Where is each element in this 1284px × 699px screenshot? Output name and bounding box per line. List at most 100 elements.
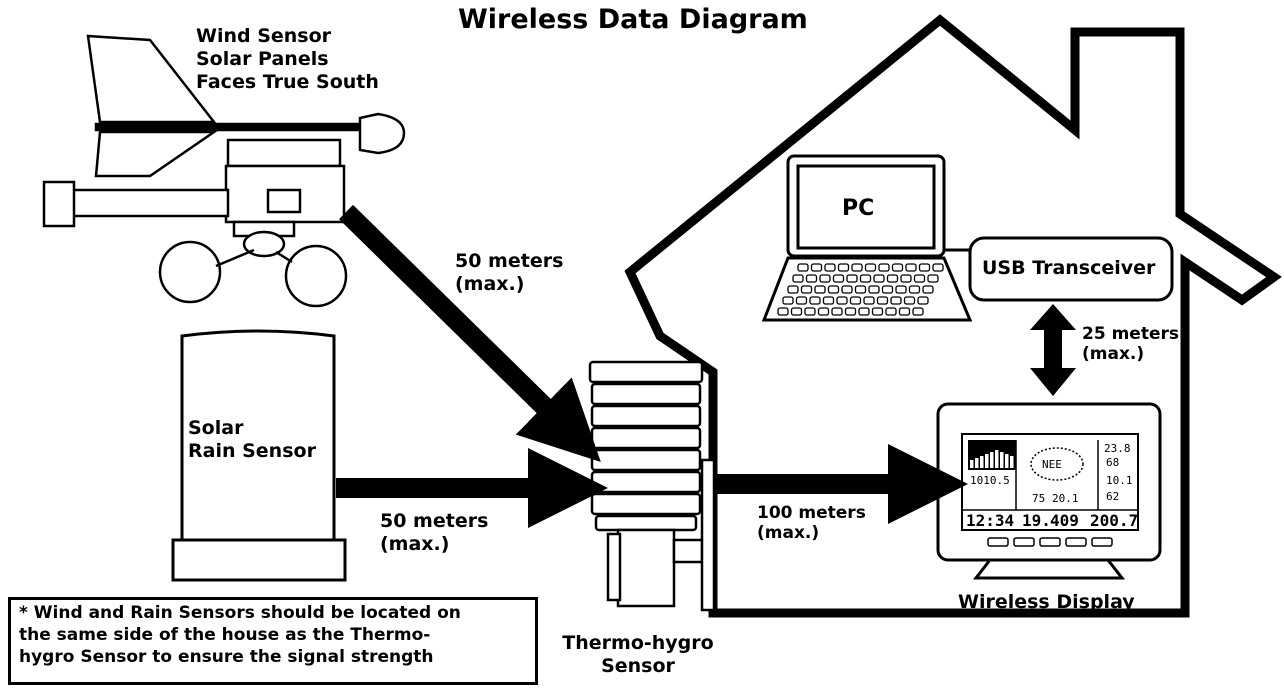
keyboard-key xyxy=(908,285,921,294)
display-button xyxy=(1065,537,1087,547)
keyboard-key xyxy=(805,274,818,283)
screen-humidity-in: 68 xyxy=(1106,456,1119,469)
bar-graph-bar xyxy=(1010,456,1014,468)
label-distance-wind: 50 meters (max.) xyxy=(455,250,564,295)
keyboard-key xyxy=(849,296,862,305)
keyboard-key xyxy=(814,285,826,294)
label-thermo-hygro-sensor: Thermo-hygro Sensor xyxy=(562,632,714,677)
keyboard-key xyxy=(886,274,899,283)
diagram-title: Wireless Data Diagram xyxy=(458,4,808,35)
display-button xyxy=(1013,537,1035,547)
keyboard-key xyxy=(800,285,813,294)
screen-temp-out: 20.1 xyxy=(1052,492,1079,505)
label-solar-rain-sensor: Solar Rain Sensor xyxy=(188,417,316,462)
arrow-wind-to-thermo xyxy=(338,204,601,463)
screen-time: 12:34 xyxy=(966,511,1014,530)
bar-graph-bar xyxy=(970,460,974,468)
keyboard-key xyxy=(864,263,877,272)
screen-wind-value: 10.1 xyxy=(1106,474,1133,487)
keyboard-key xyxy=(863,296,875,305)
keyboard-key xyxy=(868,285,880,294)
screen-bar-graph xyxy=(970,450,1014,468)
keyboard-key xyxy=(837,263,850,272)
display-buttons xyxy=(987,537,1113,547)
keyboard-key xyxy=(819,274,831,283)
label-distance-usb: 25 meters (max.) xyxy=(1082,324,1179,365)
keyboard-key xyxy=(932,263,944,272)
keyboard-key xyxy=(876,296,889,305)
display-button xyxy=(1091,537,1113,547)
screen-pressure: 1010.5 xyxy=(970,474,1010,487)
rain-sensor-icon xyxy=(171,329,347,582)
bar-graph-bar xyxy=(985,454,989,468)
keyboard-key xyxy=(809,296,821,305)
bar-graph-bar xyxy=(975,458,979,468)
keyboard-key xyxy=(890,296,902,305)
wireless-display-icon xyxy=(936,402,1162,580)
display-screen: NEE 1010.5 23.8 68 10.1 62 75 20.1 12:34… xyxy=(962,440,1138,547)
keyboard-key xyxy=(797,263,809,272)
label-wireless-display: Wireless Display xyxy=(958,591,1135,613)
keyboard-key xyxy=(792,274,804,283)
keyboard-key xyxy=(917,296,929,305)
label-pc: PC xyxy=(842,196,875,221)
keyboard-key xyxy=(881,285,894,294)
label-wind-sensor: Wind Sensor Solar Panels Faces True Sout… xyxy=(196,25,379,93)
screen-date-a: 19. xyxy=(1022,511,1051,530)
screen-temp-in: 23.8 xyxy=(1104,442,1131,455)
keyboard-key xyxy=(790,307,803,316)
keyboard-key xyxy=(782,296,794,305)
thermo-hygro-sensor-icon xyxy=(588,360,716,612)
usb-transceiver-icon xyxy=(968,236,1174,302)
keyboard-key xyxy=(827,285,840,294)
display-button xyxy=(1039,537,1061,547)
keyboard-key xyxy=(927,274,939,283)
keyboard-key xyxy=(891,263,904,272)
keyboard-key xyxy=(817,307,830,316)
arrow-usb-display-bidirectional xyxy=(1030,304,1076,396)
screen-rain: 200.7 xyxy=(1090,511,1138,530)
keyboard-key xyxy=(913,274,926,283)
label-usb-transceiver: USB Transceiver xyxy=(982,257,1156,279)
keyboard-key xyxy=(858,307,870,316)
screen-temp-small: 75 xyxy=(1032,492,1045,505)
pc-keyboard xyxy=(777,263,944,316)
keyboard-key xyxy=(922,285,934,294)
label-distance-display: 100 meters (max.) xyxy=(757,503,866,544)
keyboard-key xyxy=(836,296,848,305)
bar-graph-bar xyxy=(1000,452,1004,468)
label-distance-rain: 50 meters (max.) xyxy=(380,510,489,555)
keyboard-key xyxy=(878,263,890,272)
keyboard-key xyxy=(841,285,853,294)
keyboard-key xyxy=(873,274,885,283)
keyboard-key xyxy=(859,274,872,283)
keyboard-key xyxy=(895,285,907,294)
keyboard-key xyxy=(885,307,897,316)
keyboard-key xyxy=(822,296,835,305)
keyboard-key xyxy=(846,274,858,283)
keyboard-key xyxy=(831,307,843,316)
bar-graph-bar xyxy=(980,456,984,468)
screen-date-b: 409 xyxy=(1050,511,1079,530)
house-outline xyxy=(624,14,1282,618)
screen-direction: NEE xyxy=(1042,458,1062,471)
keyboard-key xyxy=(810,263,823,272)
keyboard-key xyxy=(795,296,808,305)
keyboard-key xyxy=(804,307,816,316)
keyboard-key xyxy=(871,307,884,316)
keyboard-key xyxy=(912,307,924,316)
keyboard-key xyxy=(918,263,931,272)
keyboard-key xyxy=(900,274,912,283)
keyboard-key xyxy=(898,307,911,316)
bar-graph-bar xyxy=(995,450,999,468)
display-button xyxy=(987,537,1009,547)
keyboard-key xyxy=(777,307,789,316)
keyboard-key xyxy=(851,263,863,272)
bar-graph-bar xyxy=(990,452,994,468)
keyboard-key xyxy=(854,285,867,294)
keyboard-key xyxy=(905,263,917,272)
keyboard-key xyxy=(844,307,857,316)
keyboard-key xyxy=(787,285,799,294)
